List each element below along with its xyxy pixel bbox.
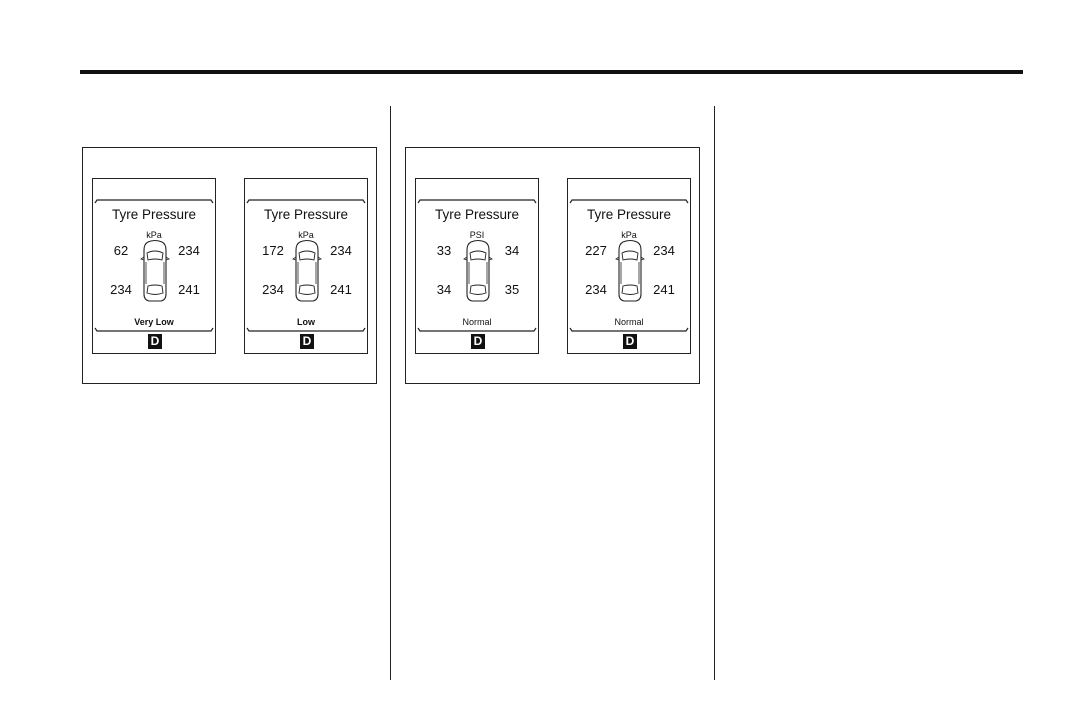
rear-left-pressure: 234: [255, 282, 291, 297]
front-left-pressure: 33: [426, 243, 462, 258]
car-top-view-icon: [463, 238, 493, 304]
tyre-pressure-display: Tyre Pressure kPa 227 234 234 241 Normal…: [567, 178, 691, 354]
display-title: Tyre Pressure: [93, 207, 215, 222]
status-label: Low: [245, 317, 367, 327]
display-title: Tyre Pressure: [568, 207, 690, 222]
tyre-pressure-display: Tyre Pressure PSI 33 34 34 35 Normal D: [415, 178, 539, 354]
car-top-view-icon: [140, 238, 170, 304]
rear-left-pressure: 34: [426, 282, 462, 297]
gear-indicator: D: [471, 334, 485, 349]
front-left-pressure: 172: [255, 243, 291, 258]
front-right-pressure: 34: [494, 243, 530, 258]
rear-right-pressure: 241: [323, 282, 359, 297]
front-right-pressure: 234: [323, 243, 359, 258]
status-label: Normal: [416, 317, 538, 327]
column-divider-1: [390, 106, 391, 680]
column-divider-2: [714, 106, 715, 680]
rear-right-pressure: 35: [494, 282, 530, 297]
figure-tyre-pressure-low: Tyre Pressure kPa 62 234 234 241 Very Lo…: [82, 147, 377, 384]
figure-tyre-pressure-normal: Tyre Pressure PSI 33 34 34 35 Normal D T…: [405, 147, 700, 384]
car-top-view-icon: [615, 238, 645, 304]
rear-left-pressure: 234: [578, 282, 614, 297]
display-title: Tyre Pressure: [416, 207, 538, 222]
front-left-pressure: 62: [103, 243, 139, 258]
status-label: Very Low: [93, 317, 215, 327]
rear-left-pressure: 234: [103, 282, 139, 297]
header-rule: [80, 70, 1023, 74]
gear-indicator: D: [623, 334, 637, 349]
display-title: Tyre Pressure: [245, 207, 367, 222]
front-left-pressure: 227: [578, 243, 614, 258]
rear-right-pressure: 241: [171, 282, 207, 297]
rear-right-pressure: 241: [646, 282, 682, 297]
status-label: Normal: [568, 317, 690, 327]
tyre-pressure-display: Tyre Pressure kPa 62 234 234 241 Very Lo…: [92, 178, 216, 354]
front-right-pressure: 234: [646, 243, 682, 258]
front-right-pressure: 234: [171, 243, 207, 258]
tyre-pressure-display: Tyre Pressure kPa 172 234 234 241 Low D: [244, 178, 368, 354]
gear-indicator: D: [148, 334, 162, 349]
gear-indicator: D: [300, 334, 314, 349]
car-top-view-icon: [292, 238, 322, 304]
